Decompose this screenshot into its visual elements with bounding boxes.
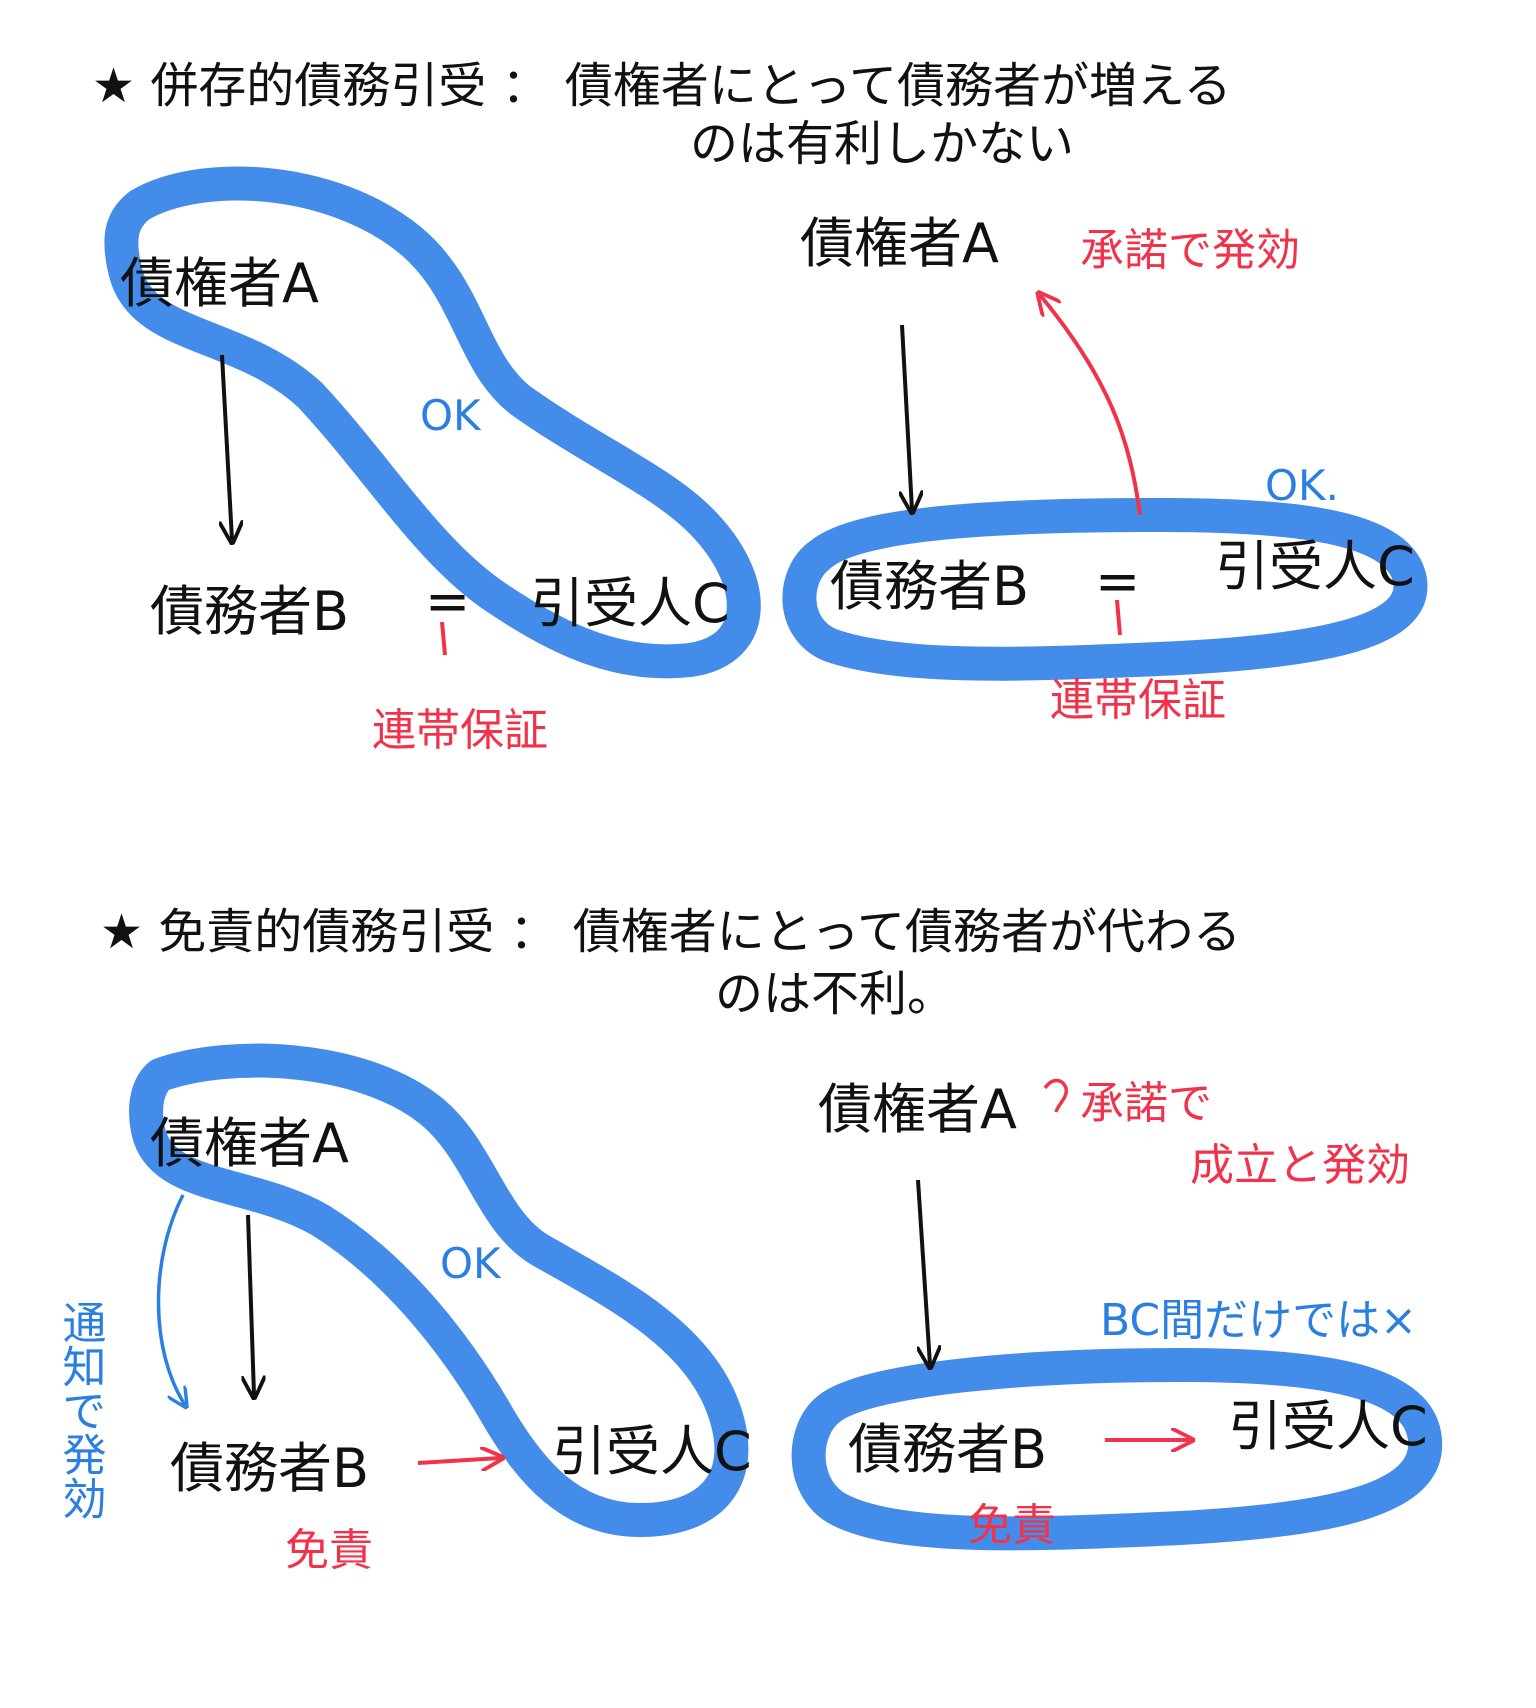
creditor-a-label: 債権者A bbox=[120, 252, 319, 315]
joint-guarantee-label: 連帯保証 bbox=[372, 705, 548, 756]
section1-left-diagram: 債権者A 債務者B = 引受人C OK 連帯保証 bbox=[104, 166, 761, 756]
notice-label: 通知で発効 bbox=[55, 1300, 106, 1520]
ok-label: OK bbox=[440, 1239, 502, 1288]
section1-right-diagram: 債権者A 債務者B = 引受人C OK. 承諾で発効 連帯保証 bbox=[782, 212, 1428, 726]
consent-line1: 承諾で bbox=[1080, 1078, 1212, 1129]
consent-label: 承諾で発効 bbox=[1080, 225, 1300, 276]
section2: ★ 免責的債務引受 ： 債権者にとって債務者が代わる のは不利。 債権者A 債務… bbox=[55, 904, 1443, 1576]
section1-title-line1: ★ 併存的債務引受 ： 債権者にとって債務者が増える bbox=[92, 58, 1232, 114]
creditor-a-label: 債権者A bbox=[800, 212, 999, 275]
ok-label: OK. bbox=[1265, 461, 1339, 510]
section2-right-diagram: 債権者A 債務者B 引受人C 免責 承諾で 成立と発効 BC間だけでは× bbox=[791, 1078, 1443, 1551]
arrow-a-to-b bbox=[248, 1214, 254, 1395]
section1: ★ 併存的債務引受 ： 債権者にとって債務者が増える のは有利しかない 債権者A… bbox=[92, 58, 1428, 756]
acceptor-c-label: 引受人C bbox=[552, 1420, 752, 1483]
blue-loop bbox=[782, 498, 1428, 681]
relation-pointer bbox=[1115, 599, 1122, 636]
section2-title-line1: ★ 免責的債務引受 ： 債権者にとって債務者が代わる bbox=[100, 904, 1241, 960]
joint-guarantee-label: 連帯保証 bbox=[1050, 675, 1226, 726]
acceptor-c-label: 引受人C bbox=[1228, 1395, 1428, 1458]
arrow-b-to-c bbox=[417, 1458, 500, 1463]
consent-arrow bbox=[1040, 295, 1142, 516]
debtor-b-label: 債務者B bbox=[150, 580, 349, 643]
arrow-a-to-b bbox=[902, 324, 912, 510]
ok-label: OK bbox=[420, 391, 482, 440]
exempt-label: 免責 bbox=[968, 1500, 1056, 1551]
consent-connector bbox=[1043, 1078, 1068, 1113]
creditor-a-label: 債権者A bbox=[150, 1112, 349, 1175]
acceptor-c-label: 引受人C bbox=[1215, 535, 1415, 598]
section2-left-diagram: 債権者A 債務者B 引受人C OK 免責 通知で発効 bbox=[55, 1043, 752, 1576]
relation-pointer bbox=[440, 621, 447, 656]
debtor-b-label: 債務者B bbox=[848, 1418, 1047, 1481]
section1-title-line2: のは有利しかない bbox=[690, 116, 1074, 172]
exempt-label: 免責 bbox=[285, 1525, 373, 1576]
blue-loop bbox=[104, 166, 761, 679]
blue-loop bbox=[791, 1348, 1443, 1551]
consent-line2: 成立と発効 bbox=[1190, 1140, 1410, 1191]
debtor-b-label: 債務者B bbox=[830, 555, 1029, 618]
blue-loop bbox=[129, 1043, 749, 1537]
section2-title-line2: のは不利。 bbox=[715, 966, 955, 1022]
acceptor-c-label: 引受人C bbox=[530, 572, 730, 635]
notice-arrow bbox=[156, 1194, 185, 1405]
equals-sign: = bbox=[425, 570, 470, 633]
arrow-a-to-b bbox=[222, 354, 232, 540]
creditor-a-label: 債権者A bbox=[818, 1078, 1017, 1141]
arrow-a-to-b bbox=[916, 1179, 930, 1365]
bc-only-note: BC間だけでは× bbox=[1100, 1295, 1417, 1346]
debtor-b-label: 債務者B bbox=[170, 1437, 369, 1500]
